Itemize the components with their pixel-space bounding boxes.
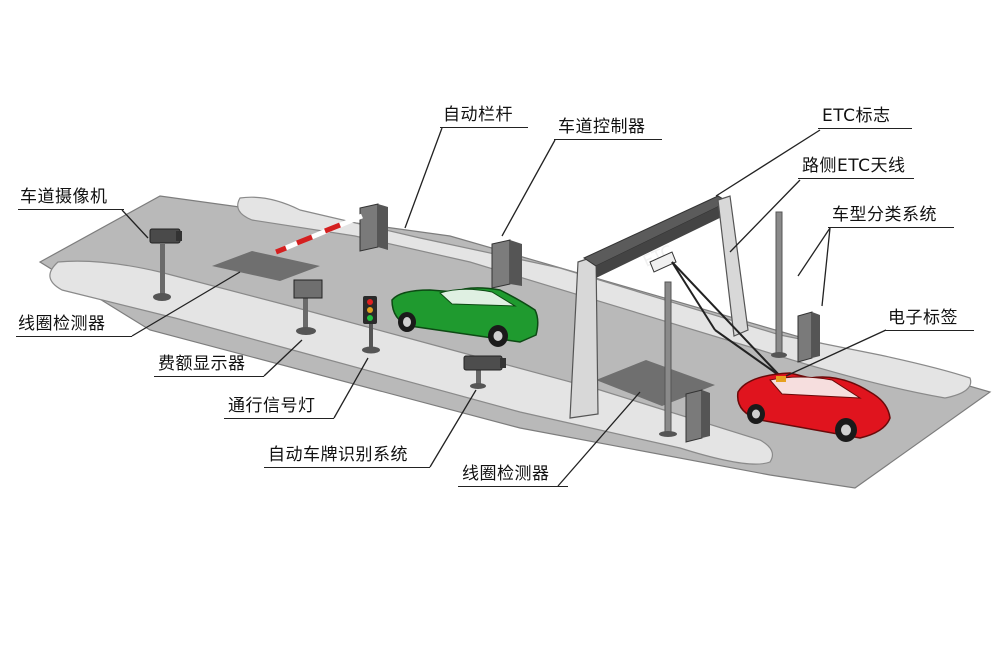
fee-display-device [293,279,323,335]
underline-lane-controller [554,139,662,140]
green-car [391,287,539,347]
label-etc-sign: ETC标志 [822,106,891,126]
lane-camera [149,228,182,301]
underline-plate-recognition [264,467,430,468]
label-roadside-antenna: 路侧ETC天线 [802,156,906,176]
front-lane-cabinet [685,389,710,443]
label-barrier-arm: 自动栏杆 [443,105,513,125]
loop-detector-pad-left [212,251,320,281]
plate-recognition-camera [463,355,506,389]
label-fee-display: 费额显示器 [158,354,246,374]
vehicle-classification-posts [771,211,820,363]
loop-detector-pad-center [596,360,715,406]
label-loop-detector-center: 线圈检测器 [462,464,550,484]
lane-controller-cabinet [491,239,522,289]
underline-lane-camera [18,209,124,210]
roadside-antenna [649,251,781,437]
underline-vehicle-classification [828,227,954,228]
label-loop-detector-left: 线圈检测器 [18,314,106,334]
red-car [736,372,891,442]
underline-loop-detector-left [16,336,132,337]
barrier-gate [275,203,388,255]
underline-loop-detector-center [458,486,568,487]
underline-barrier-arm [440,127,528,128]
underline-fee-display [154,376,264,377]
label-electronic-tag: 电子标签 [888,308,958,328]
traffic-light-device [362,296,380,354]
underline-etc-sign [818,128,912,129]
back-island [237,196,972,399]
underline-electronic-tag [884,330,974,331]
underline-roadside-antenna [798,178,914,179]
leader-lines [121,127,887,487]
etc-gantry: ETC [569,195,749,419]
electronic-tag-device [776,376,786,382]
label-lane-camera: 车道摄像机 [20,187,108,207]
label-traffic-light: 通行信号灯 [228,396,316,416]
underline-traffic-light [224,418,334,419]
label-vehicle-classification: 车型分类系统 [832,205,937,225]
label-plate-recognition: 自动车牌识别系统 [268,445,408,465]
label-lane-controller: 车道控制器 [558,117,646,137]
